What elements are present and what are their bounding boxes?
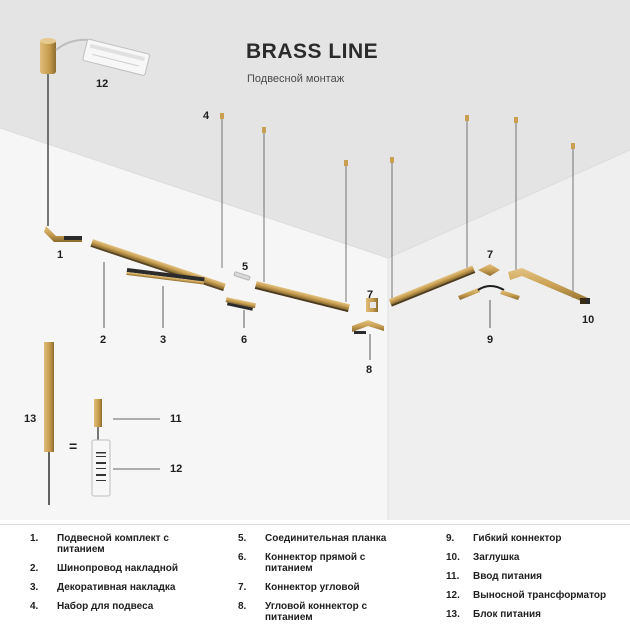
legend-number: 6. [238, 552, 247, 563]
legend-item: 5. Соединительная планка [238, 533, 415, 544]
suspension-kit-end [44, 226, 82, 242]
track-l-shape [508, 268, 588, 304]
legend-label: Подвесной комплект с питанием [57, 533, 169, 555]
legend-number: 11. [446, 571, 460, 582]
right-wall [388, 150, 630, 520]
equals-sign: = [69, 438, 78, 454]
legend-item: 3. Декоративная накладка [30, 582, 207, 593]
legend-number: 5. [238, 533, 247, 544]
legend-label: Соединительная планка [265, 533, 387, 544]
legend-item: 6. Коннектор прямой с питанием [238, 552, 415, 574]
corner-connector [366, 298, 378, 312]
installation-scene [0, 0, 630, 520]
legend-number: 1. [30, 533, 39, 544]
legend-label: Набор для подвеса [57, 601, 154, 612]
corner-connector-right [478, 264, 500, 276]
legend-label: Заглушка [473, 552, 520, 563]
callout-10: 10 [582, 314, 595, 326]
callout-8: 8 [366, 364, 373, 376]
legend-item: 1. Подвесной комплект с питанием [30, 533, 207, 555]
callout-11: 11 [170, 413, 182, 425]
legend-number: 12. [446, 590, 460, 601]
corner-connector-with-power [352, 320, 384, 334]
legend-item: 12. Выносной трансформатор [446, 590, 623, 601]
legend-number: 7. [238, 582, 247, 593]
ceiling-canopy-with-transformer [40, 38, 150, 76]
callout-7-right: 7 [487, 249, 494, 261]
legend-item: 9. Гибкий коннектор [446, 533, 623, 544]
legend-number: 4. [30, 601, 39, 612]
track-segment-right [388, 265, 476, 307]
legend-number: 13. [446, 609, 460, 620]
ceiling-edge-left [0, 127, 389, 259]
legend-label: Выносной трансформатор [473, 590, 607, 601]
straight-connector-with-power [225, 297, 256, 311]
callout-6: 6 [241, 334, 248, 346]
legend-column-1: 1. Подвесной комплект с питанием 2. Шинопр… [30, 533, 207, 620]
legend-label: Коннектор угловой [265, 582, 360, 593]
callout-4: 4 [203, 110, 210, 122]
decorative-cover [126, 268, 205, 285]
remote-transformer-top [82, 38, 150, 76]
legend-label: Ввод питания [473, 571, 543, 582]
diagram-subtitle: Подвесной монтаж [247, 73, 345, 85]
legend-item: 7. Коннектор угловой [238, 582, 415, 593]
legend-item: 13. Блок питания [446, 609, 623, 620]
legend-number: 3. [30, 582, 39, 593]
legend-column-3: 9. Гибкий коннектор 10. Заглушка 11. Ввод п… [446, 533, 623, 628]
track-segment-left [254, 281, 350, 313]
legend-item: 11. Ввод питания [446, 571, 623, 582]
power-supply-unit [44, 342, 54, 505]
callout-13: 13 [24, 413, 37, 425]
end-cap [586, 298, 590, 304]
legend-label: Декоративная накладка [57, 582, 176, 593]
callout-2: 2 [100, 334, 107, 346]
callout-5: 5 [242, 261, 249, 273]
parts-legend: 1. Подвесной комплект с питанием 2. Шинопр… [0, 524, 630, 631]
legend-label: Коннектор прямой с питанием [265, 552, 366, 574]
callout-12-bottom: 12 [170, 463, 183, 475]
connecting-plate [233, 271, 251, 281]
power-input [94, 399, 102, 440]
legend-item: 10. Заглушка [446, 552, 623, 563]
legend-label: Блок питания [473, 609, 541, 620]
legend-label: Гибкий коннектор [473, 533, 562, 544]
ceiling-surface [0, 0, 630, 258]
legend-item: 8. Угловой коннектор с питанием [238, 601, 415, 623]
legend-number: 2. [30, 563, 39, 574]
callout-1: 1 [57, 249, 64, 261]
ceiling-edge-right [387, 149, 630, 259]
callout-7-left: 7 [367, 289, 374, 301]
legend-label: Шинопровод накладной [57, 563, 179, 574]
flexible-connector [458, 285, 520, 300]
legend-item: 4. Набор для подвеса [30, 601, 207, 612]
legend-label: Угловой коннектор с питанием [265, 601, 368, 623]
legend-number: 9. [446, 533, 455, 544]
callout-3: 3 [160, 334, 167, 346]
suspension-wires [221, 118, 574, 302]
callout-12-top: 12 [96, 78, 109, 90]
suspension-caps [220, 113, 575, 166]
legend-number: 10. [446, 552, 460, 563]
diagram-title: BRASS LINE [246, 40, 379, 63]
leader-lines [103, 262, 491, 470]
legend-number: 8. [238, 601, 247, 612]
callout-9: 9 [487, 334, 494, 346]
legend-item: 2. Шинопровод накладной [30, 563, 207, 574]
remote-transformer [91, 439, 111, 497]
legend-column-2: 5. Соединительная планка 6. Коннектор прям… [238, 533, 415, 631]
